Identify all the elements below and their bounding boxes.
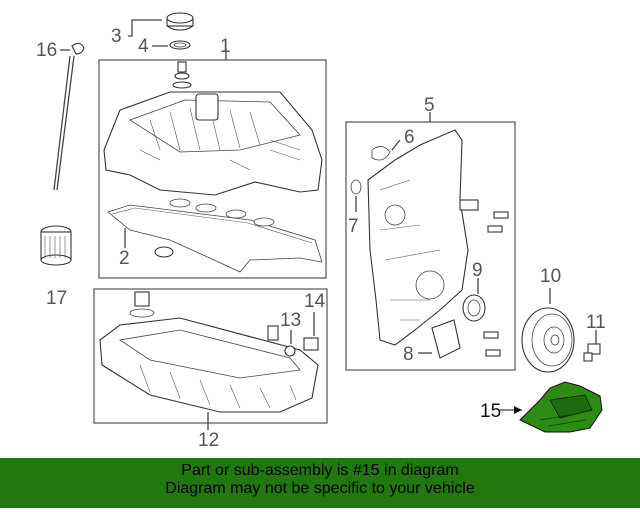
drain-washer-part[interactable] bbox=[303, 337, 319, 351]
callout-16: 16 bbox=[36, 40, 57, 61]
crankshaft-pulley-part[interactable] bbox=[521, 307, 575, 373]
valve-cover-group-box bbox=[98, 59, 327, 279]
callout-arrow-15 bbox=[514, 406, 522, 414]
callout-leader-6 bbox=[391, 139, 401, 151]
parts-diagram: 16 17 3 4 1 bbox=[36, 12, 606, 451]
oil-pan-part[interactable] bbox=[99, 317, 319, 413]
oil-filler-cap-part[interactable] bbox=[166, 12, 194, 31]
callout-leader-3 bbox=[128, 19, 162, 37]
drain-plug-part[interactable] bbox=[267, 325, 296, 357]
pulley-bolt-part[interactable] bbox=[583, 343, 601, 362]
cover-bolts-part[interactable] bbox=[459, 199, 509, 357]
callout-2: 2 bbox=[119, 248, 130, 269]
dipstick-part[interactable] bbox=[53, 42, 85, 191]
oil-seal-part[interactable] bbox=[462, 294, 486, 322]
callout-17: 17 bbox=[46, 288, 67, 309]
valve-cover-part[interactable] bbox=[103, 61, 323, 196]
timing-cover-gasket-part[interactable] bbox=[371, 146, 391, 161]
callout-9: 9 bbox=[472, 260, 483, 281]
cover-plate-part[interactable] bbox=[431, 319, 461, 359]
callout-10: 10 bbox=[540, 266, 561, 287]
callout-15: 15 bbox=[480, 401, 501, 422]
callout-7: 7 bbox=[348, 216, 359, 237]
callout-5: 5 bbox=[424, 95, 435, 116]
banner-line-1: Part or sub-assembly is #15 in diagram bbox=[181, 462, 459, 479]
callout-3: 3 bbox=[111, 26, 122, 47]
callout-11: 11 bbox=[586, 312, 606, 333]
banner-line-2: Diagram may not be specific to your vehi… bbox=[165, 480, 475, 497]
oil-strainer-part[interactable] bbox=[129, 291, 155, 318]
oil-cap-gasket-part[interactable] bbox=[169, 40, 191, 50]
callout-1: 1 bbox=[220, 36, 231, 57]
info-banner: Part or sub-assembly is #15 in diagram D… bbox=[0, 458, 640, 508]
valve-cover-gasket-part[interactable] bbox=[107, 198, 323, 273]
o-ring-part[interactable] bbox=[350, 179, 362, 195]
callout-13: 13 bbox=[280, 310, 301, 331]
oil-filter-part[interactable] bbox=[40, 225, 72, 266]
callout-14: 14 bbox=[304, 291, 326, 312]
callout-6: 6 bbox=[404, 127, 415, 148]
callout-8: 8 bbox=[403, 344, 414, 365]
callout-12: 12 bbox=[198, 430, 219, 451]
timing-chain-cover-part[interactable] bbox=[367, 129, 469, 346]
oil-pan-group-box bbox=[93, 288, 328, 424]
callout-4: 4 bbox=[138, 36, 149, 57]
highlighted-part-15[interactable] bbox=[519, 381, 603, 433]
